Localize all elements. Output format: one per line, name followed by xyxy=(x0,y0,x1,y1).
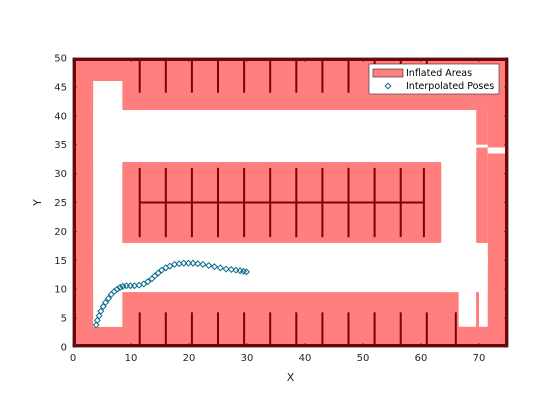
pose-point xyxy=(205,261,213,270)
pose-point xyxy=(99,303,107,311)
free-space-region xyxy=(487,147,508,154)
x-tick-label: 50 xyxy=(357,353,370,364)
pose-point xyxy=(227,266,235,274)
pose-point xyxy=(189,259,197,267)
y-tick-label: 50 xyxy=(54,54,67,65)
pose-point xyxy=(242,268,250,276)
legend: Inflated Areas Interpolated Poses xyxy=(368,63,500,95)
pose-point xyxy=(151,272,159,280)
pose-point xyxy=(154,269,162,277)
pose-point xyxy=(216,264,224,272)
pose-point xyxy=(199,260,207,268)
pose-point xyxy=(116,283,124,291)
x-axis-label: X xyxy=(287,371,295,384)
y-tick-label: 10 xyxy=(54,285,67,296)
x-tick-label: 30 xyxy=(241,353,254,364)
pose-point xyxy=(180,259,188,267)
legend-inflated-swatch xyxy=(372,68,404,78)
pose-point xyxy=(211,263,219,271)
pose-point xyxy=(194,260,202,268)
interpolated-poses-series xyxy=(92,259,250,329)
x-tick-label: 40 xyxy=(299,353,312,364)
inflated-area xyxy=(73,245,82,261)
pose-point xyxy=(166,262,174,270)
pose-point xyxy=(113,285,121,293)
pose-point xyxy=(95,312,103,320)
x-tick-label: 70 xyxy=(473,353,486,364)
pose-point xyxy=(144,278,152,286)
inflated-area xyxy=(122,292,480,327)
pose-point xyxy=(232,266,240,274)
inflated-area xyxy=(476,147,488,255)
y-tick-label: 5 xyxy=(61,314,67,325)
free-space-region xyxy=(142,110,477,163)
y-tick-label: 40 xyxy=(54,111,67,122)
occupancy-map xyxy=(73,58,508,347)
y-tick-label: 30 xyxy=(54,169,67,180)
pose-point xyxy=(101,298,109,307)
y-tick-label: 0 xyxy=(61,343,67,354)
legend-label-poses: Interpolated Poses xyxy=(406,81,494,92)
pose-point xyxy=(140,280,148,288)
legend-label-inflated: Inflated Areas xyxy=(406,68,472,79)
x-tick-label: 0 xyxy=(70,353,76,364)
pose-point xyxy=(104,294,112,302)
y-axis: 0 5 10 15 20 25 30 35 40 45 50 xyxy=(54,54,508,354)
inflated-area xyxy=(476,110,488,145)
x-tick-label: 20 xyxy=(183,353,196,364)
pose-point xyxy=(119,282,127,290)
y-tick-label: 25 xyxy=(54,198,67,209)
pose-point xyxy=(92,321,100,329)
x-tick-label: 60 xyxy=(415,353,428,364)
y-tick-label: 35 xyxy=(54,140,67,151)
pose-point xyxy=(222,265,230,273)
x-tick-label: 10 xyxy=(125,353,138,364)
y-tick-label: 15 xyxy=(54,256,67,267)
pose-point xyxy=(93,316,101,324)
pose-point xyxy=(97,307,105,315)
y-tick-label: 45 xyxy=(54,82,67,93)
free-space-region xyxy=(93,81,123,327)
pose-point xyxy=(158,266,166,274)
free-space-region xyxy=(93,242,488,293)
free-space-region xyxy=(458,292,477,327)
pose-point xyxy=(184,259,192,267)
x-axis: 0 10 20 30 40 50 60 70 xyxy=(70,58,486,364)
y-axis-label: Y xyxy=(31,199,44,207)
legend-poses-marker xyxy=(384,82,392,90)
y-tick-label: 20 xyxy=(54,227,67,238)
